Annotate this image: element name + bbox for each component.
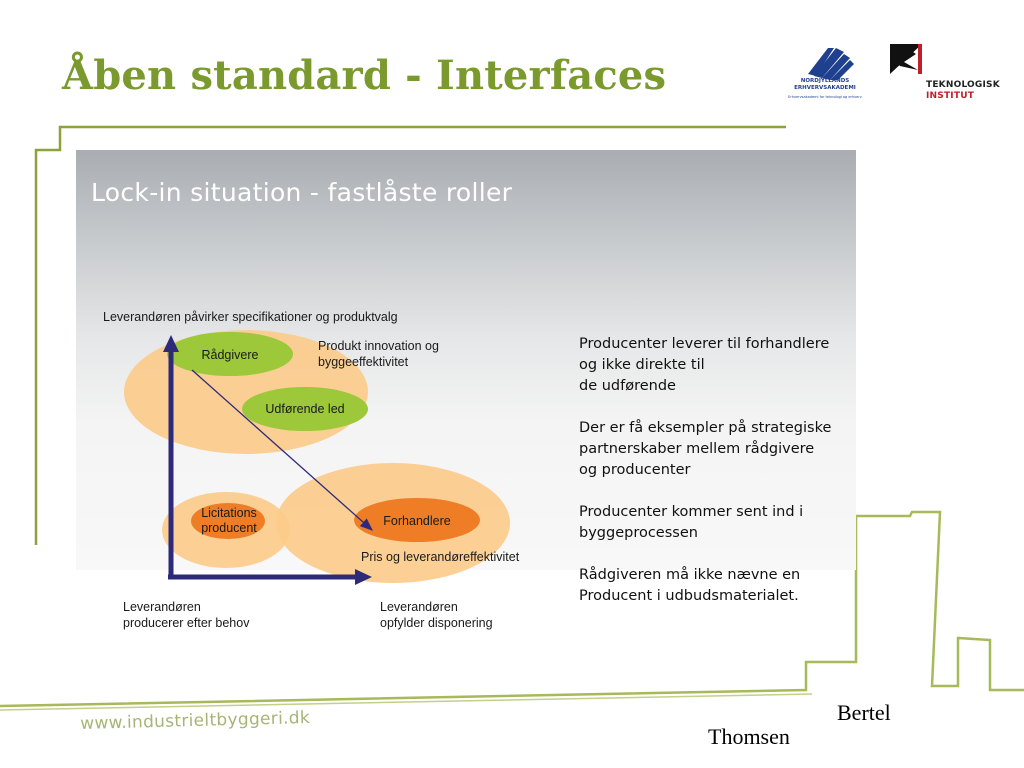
bullet-item: Producenter leverer til forhandlere og i…	[579, 336, 830, 394]
academy-logo-subtext: Erhvervsakademi for teknologi og erhverv	[788, 95, 862, 99]
bottom-left-label-line2: producerer efter behov	[123, 616, 250, 630]
author-last-name: Thomsen	[708, 724, 790, 749]
bottom-right-label-line2: opfylder disponering	[380, 616, 493, 630]
bottom-left-label-line1: Leverandøren	[123, 600, 201, 614]
bullet-item: Der er få eksempler på strategiske partn…	[579, 420, 832, 478]
annotation-innovation-line2: byggeeffektivitet	[318, 355, 409, 369]
udforende-label: Udførende led	[265, 402, 344, 416]
licitations-label-line2: producent	[201, 521, 257, 535]
bottom-right-label-line1: Leverandøren	[380, 600, 458, 614]
annotation-innovation-line1: Produkt innovation og	[318, 339, 439, 353]
author-first-name: Bertel	[837, 700, 891, 725]
bullet-item: Rådgiveren må ikke nævne en Producent i …	[579, 567, 801, 604]
academy-logo-icon	[808, 48, 854, 80]
academy-logo-text: NORDJYLLANDS ERHVERVSAKADEMI	[794, 78, 856, 91]
licitations-ellipse	[191, 503, 265, 539]
page-title: Åben standard - Interfaces	[62, 52, 667, 99]
radgivere-ellipse	[167, 332, 293, 376]
bullet-item: Producenter kommer sent ind i byggeproce…	[579, 504, 804, 541]
diagonal-arrow	[191, 369, 373, 531]
forhandlere-label: Forhandlere	[383, 514, 450, 528]
radgivere-label: Rådgivere	[202, 348, 259, 362]
vertical-axis-arrowhead	[163, 335, 179, 352]
top-axis-label: Leverandøren påvirker specifikationer og…	[103, 310, 398, 324]
annotation-pris: Pris og leverandøreffektivitet	[361, 550, 520, 564]
udforende-ellipse	[242, 387, 368, 431]
slide-title: Lock-in situation - fastlåste roller	[91, 178, 513, 207]
licitations-label-line1: Licitations	[201, 506, 257, 520]
teknologisk-institut-line2: INSTITUT	[926, 91, 975, 101]
bullet-list: Producenter leverer til forhandlere og i…	[579, 334, 849, 628]
forhandlere-ellipse	[354, 498, 480, 542]
teknologisk-institut-line1: TEKNOLOGISK	[926, 80, 1000, 90]
horizontal-axis-arrowhead	[355, 569, 372, 585]
teknologisk-institut-logo-icon	[890, 44, 922, 74]
